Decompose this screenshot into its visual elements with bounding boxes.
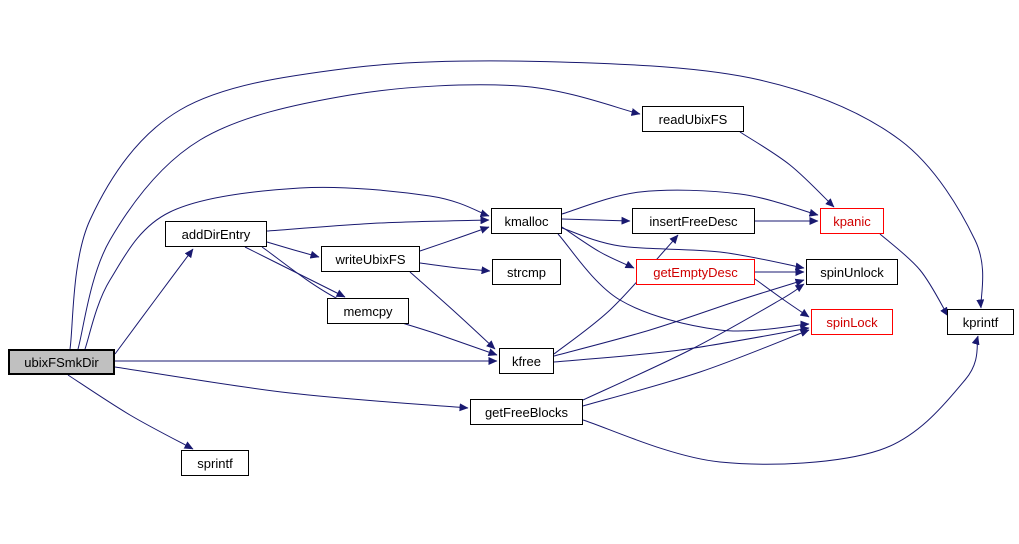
edge-writeUbixFS-to-kfree	[409, 271, 496, 350]
edge-kmalloc-to-spinUnlock	[561, 227, 805, 271]
edge-group	[67, 60, 985, 465]
edge-kmalloc-to-kpanic	[561, 189, 819, 217]
node-kpanic[interactable]: kpanic	[820, 208, 884, 234]
edge-kfree-to-spinUnlock	[553, 278, 805, 357]
node-ubixFSmkDir[interactable]: ubixFSmkDir	[8, 349, 115, 375]
edge-ubixFSmkDir-to-kprintf	[69, 60, 985, 350]
node-strcmp[interactable]: strcmp	[492, 259, 561, 285]
edge-kmalloc-to-insertFreeDesc	[561, 216, 631, 225]
edge-addDirEntry-to-kmalloc	[266, 216, 490, 232]
edge-ubixFSmkDir-to-kmalloc	[84, 186, 490, 350]
edge-getEmptyDesc-to-spinLock	[754, 278, 810, 318]
node-writeUbixFS[interactable]: writeUbixFS	[321, 246, 420, 272]
node-kfree[interactable]: kfree	[499, 348, 554, 374]
node-sprintf[interactable]: sprintf	[181, 450, 249, 476]
node-memcpy[interactable]: memcpy	[327, 298, 409, 324]
node-kmalloc[interactable]: kmalloc	[491, 208, 562, 234]
node-insertFreeDesc[interactable]: insertFreeDesc	[632, 208, 755, 234]
node-addDirEntry[interactable]: addDirEntry	[165, 221, 267, 247]
edge-writeUbixFS-to-strcmp	[419, 262, 491, 275]
edge-getFreeBlocks-to-spinLock	[582, 329, 810, 407]
edge-readUbixFS-to-kpanic	[739, 131, 835, 208]
edge-addDirEntry-to-memcpy	[244, 246, 346, 298]
edge-ubixFSmkDir-to-addDirEntry	[114, 248, 194, 355]
node-spinLock[interactable]: spinLock	[811, 309, 893, 335]
edge-kmalloc-to-spinLock	[557, 233, 810, 332]
edge-writeUbixFS-to-kmalloc	[419, 226, 490, 252]
edge-kpanic-to-kprintf	[879, 233, 949, 317]
node-spinUnlock[interactable]: spinUnlock	[806, 259, 898, 285]
edge-addDirEntry-to-writeUbixFS	[266, 241, 320, 259]
edge-ubixFSmkDir-to-readUbixFS	[77, 84, 641, 350]
node-readUbixFS[interactable]: readUbixFS	[642, 106, 744, 132]
edge-kfree-to-spinLock	[553, 325, 810, 363]
node-getFreeBlocks[interactable]: getFreeBlocks	[470, 399, 583, 425]
node-kprintf[interactable]: kprintf	[947, 309, 1014, 335]
edge-kmalloc-to-getEmptyDesc	[561, 226, 635, 269]
edge-ubixFSmkDir-to-sprintf	[67, 374, 194, 450]
edge-getFreeBlocks-to-spinUnlock	[582, 283, 805, 401]
node-getEmptyDesc[interactable]: getEmptyDesc	[636, 259, 755, 285]
edge-getFreeBlocks-to-kprintf	[582, 335, 980, 465]
edge-ubixFSmkDir-to-getFreeBlocks	[114, 366, 469, 412]
